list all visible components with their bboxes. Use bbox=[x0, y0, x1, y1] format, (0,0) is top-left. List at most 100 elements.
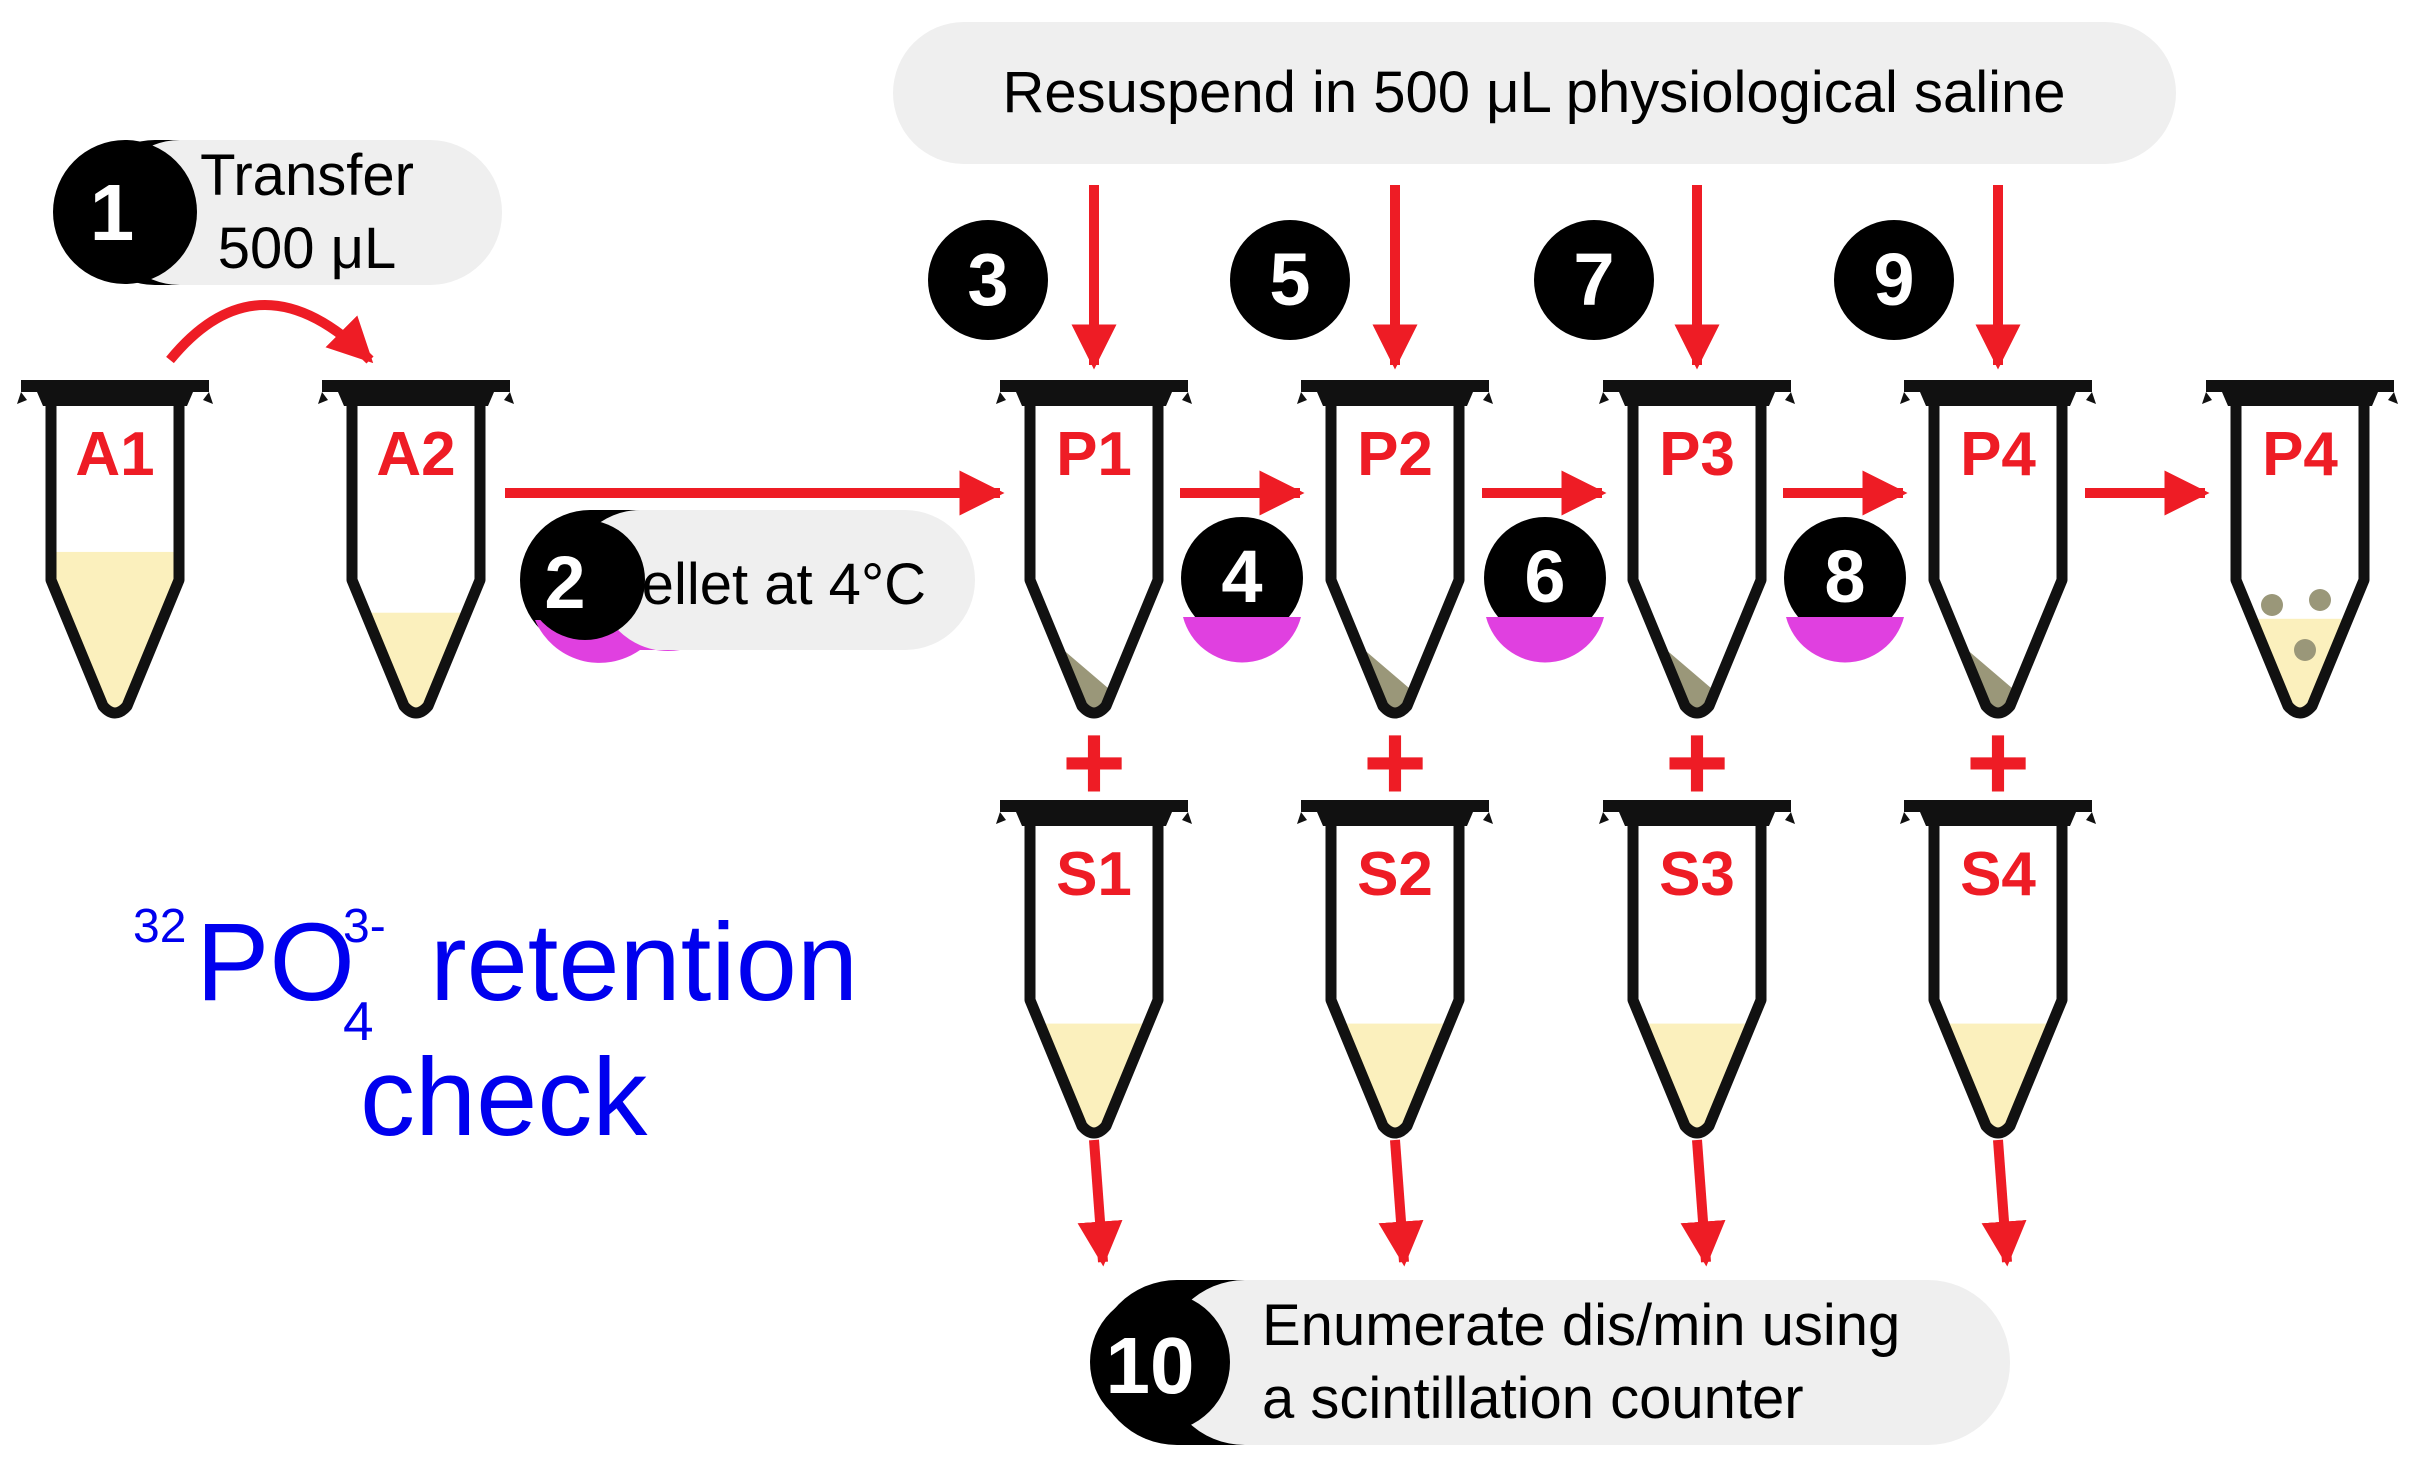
step-1-text-line2: 500 μL bbox=[218, 216, 397, 281]
step-9-number: 9 bbox=[1873, 238, 1914, 321]
tube-p2-outline bbox=[1325, 406, 1465, 719]
tube-p3-label: P3 bbox=[1659, 420, 1735, 489]
tube-s4-lip-right bbox=[2086, 812, 2096, 824]
tube-a2-lip-right bbox=[504, 392, 514, 404]
tube-p4-final-particle bbox=[2309, 589, 2331, 611]
plus-p1-s1: + bbox=[1062, 701, 1126, 824]
tube-p4-final-cap bbox=[2206, 380, 2394, 406]
tube-s1-cap bbox=[1000, 800, 1188, 826]
tube-p3-lip-right bbox=[1785, 392, 1795, 404]
tube-p2-interior bbox=[1335, 406, 1455, 708]
plus-p3-s3: + bbox=[1665, 701, 1729, 824]
tube-p1: P1 bbox=[996, 380, 1192, 719]
tube-p1-interior bbox=[1034, 406, 1154, 708]
tube-s3-lip-left bbox=[1599, 812, 1609, 824]
title-mass-number: 32 bbox=[133, 900, 186, 953]
step-4-magenta-mark bbox=[1183, 617, 1301, 663]
tube-s4-outline bbox=[1928, 826, 2068, 1139]
tube-s2-lip-right bbox=[1483, 812, 1493, 824]
title-word-retention: retention bbox=[430, 901, 858, 1024]
step-10-callout: 10 Enumerate dis/min using a scintillati… bbox=[1090, 1280, 2010, 1445]
tube-a1-lip-left bbox=[17, 392, 27, 404]
resuspend-callout: Resuspend in 500 μL physiological saline bbox=[893, 22, 2176, 164]
step-1-pill bbox=[90, 140, 502, 285]
step-9-badge bbox=[1834, 220, 1954, 340]
tube-a2: A2 bbox=[318, 380, 514, 719]
plus-p4-s4: + bbox=[1966, 701, 2030, 824]
tube-p4-final-lip-left bbox=[2202, 392, 2212, 404]
tube-s4: S4 bbox=[1900, 800, 2096, 1139]
tube-p4-final-lip-right bbox=[2388, 392, 2398, 404]
step-10-badge bbox=[1090, 1292, 1230, 1432]
tube-s1-label: S1 bbox=[1056, 840, 1132, 909]
step-8-badge-group: 8 bbox=[1784, 517, 1906, 663]
title-word-check: check bbox=[360, 1036, 648, 1159]
tube-p4-lip-left bbox=[1900, 392, 1910, 404]
tube-p3-cap bbox=[1603, 380, 1791, 406]
step-3-number: 3 bbox=[967, 238, 1008, 321]
tube-p3-outline bbox=[1627, 406, 1767, 719]
tube-a2-cap bbox=[322, 380, 510, 406]
step-6-magenta-mark bbox=[1486, 617, 1604, 663]
resuspend-pill bbox=[893, 22, 2176, 164]
tube-p2-cap bbox=[1301, 380, 1489, 406]
plus-p2-s2: + bbox=[1363, 701, 1427, 824]
tube-s3-cap bbox=[1603, 800, 1791, 826]
tube-p3: P3 bbox=[1599, 380, 1795, 719]
step-2-pill bbox=[520, 510, 975, 650]
tube-p2-label: P2 bbox=[1357, 420, 1433, 489]
retention-check-title: 32 PO 4 3- retention check bbox=[133, 900, 858, 1159]
tube-a2-lip-left bbox=[318, 392, 328, 404]
tube-s2: S2 bbox=[1297, 800, 1493, 1139]
step-8-magenta-mark bbox=[1786, 617, 1904, 663]
tube-p2-lip-right bbox=[1483, 392, 1493, 404]
step-5-badge-group: 5 bbox=[1230, 220, 1350, 340]
tube-p4-cap bbox=[1904, 380, 2092, 406]
tube-p1-lip-left bbox=[996, 392, 1006, 404]
tube-p2: P2 bbox=[1297, 380, 1493, 719]
tube-a2-outline bbox=[346, 406, 486, 719]
step-7-badge bbox=[1534, 220, 1654, 340]
arrow-s3-down bbox=[1680, 1139, 1726, 1267]
arrow-s2-down bbox=[1378, 1139, 1424, 1267]
step-3-badge-group: 3 bbox=[928, 220, 1048, 340]
resuspend-text: Resuspend in 500 μL physiological saline bbox=[1002, 60, 2065, 125]
step-3-badge bbox=[928, 220, 1048, 340]
tube-p2-lip-left bbox=[1297, 392, 1307, 404]
tube-p1-label: P1 bbox=[1056, 420, 1132, 489]
step-1-text-line1: Transfer bbox=[200, 143, 414, 208]
tube-p4-final: P4 bbox=[2202, 380, 2398, 719]
step-10-text-line2: a scintillation counter bbox=[1262, 1366, 1804, 1431]
tube-s1: S1 bbox=[996, 800, 1192, 1139]
tube-a1-cap bbox=[21, 380, 209, 406]
tube-a1-lip-right bbox=[203, 392, 213, 404]
title-subscript: 4 bbox=[343, 990, 374, 1052]
tube-p4-final-label: P4 bbox=[2262, 420, 2338, 489]
step-10-number: 10 bbox=[1106, 1321, 1195, 1410]
tube-s4-cap bbox=[1904, 800, 2092, 826]
tube-a1-label: A1 bbox=[75, 420, 154, 489]
step-10-pill bbox=[1095, 1280, 2010, 1445]
step-10-text-line1: Enumerate dis/min using bbox=[1262, 1293, 1900, 1358]
step-5-number: 5 bbox=[1269, 238, 1310, 321]
tube-p4-outline bbox=[1928, 406, 2068, 719]
tube-p4-final-outline bbox=[2230, 406, 2370, 719]
tube-p1-lip-right bbox=[1182, 392, 1192, 404]
step-1-number: 1 bbox=[90, 168, 135, 257]
tube-p4-final-particle bbox=[2261, 594, 2283, 616]
tube-a1: A1 bbox=[17, 380, 213, 719]
tube-s1-lip-right bbox=[1182, 812, 1192, 824]
step-7-number: 7 bbox=[1573, 238, 1614, 321]
step-2-text: Pellet at 4°C bbox=[603, 552, 926, 617]
arrow-s4-down bbox=[1981, 1139, 2027, 1267]
step-8-badge bbox=[1784, 517, 1906, 639]
tube-p4-final-liquid bbox=[2240, 618, 2360, 708]
step-6-badge-group: 6 bbox=[1484, 517, 1606, 663]
tube-s2-label: S2 bbox=[1357, 840, 1433, 909]
tube-a2-liquid bbox=[356, 612, 476, 708]
tube-s3-lip-right bbox=[1785, 812, 1795, 824]
tube-s4-lip-left bbox=[1900, 812, 1910, 824]
tube-p1-outline bbox=[1024, 406, 1164, 719]
tube-p1-cap bbox=[1000, 380, 1188, 406]
tube-s1-lip-left bbox=[996, 812, 1006, 824]
